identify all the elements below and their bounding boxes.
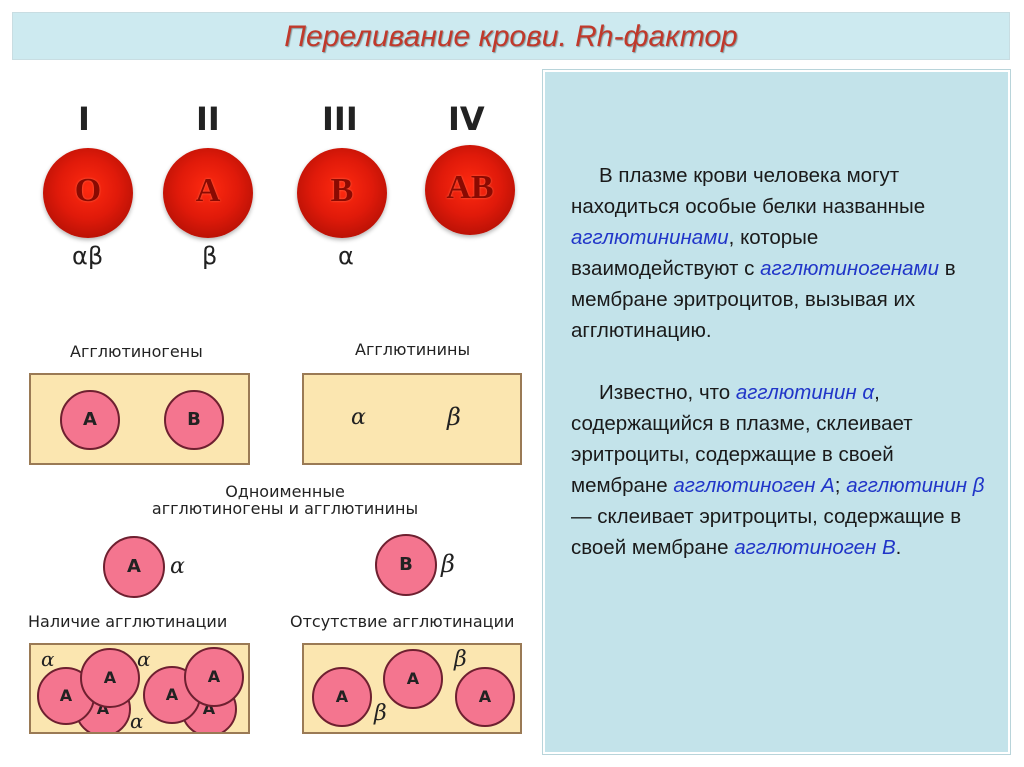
agglutinin-alpha: α bbox=[351, 405, 366, 430]
agg-cell-a-3: A bbox=[80, 648, 140, 708]
group-iii-agglutinins: α bbox=[338, 242, 354, 270]
example-beta: β bbox=[441, 550, 455, 578]
info-p1-text-b: , которые взаимодействуют с bbox=[571, 226, 819, 280]
group-label-iii: III bbox=[322, 100, 358, 138]
info-p2-text-c: ; bbox=[834, 474, 847, 497]
example-cell-a: A bbox=[103, 536, 165, 598]
agglutination-box: α α α A A A A A A bbox=[29, 643, 250, 734]
info-p1-text-c: в мембране эритроцитов, вызывая их агглю… bbox=[571, 257, 956, 342]
red-cell-a: A bbox=[163, 148, 253, 238]
info-paragraph-1: В плазме крови человека могут находиться… bbox=[571, 160, 991, 346]
term-agglutinogen-a: агглютиноген А bbox=[673, 474, 835, 497]
agglutinogens-title: Агглютиногены bbox=[70, 342, 203, 361]
agglutinins-box: α β bbox=[302, 373, 522, 465]
info-p1-text-a: В плазме крови человека могут находиться… bbox=[571, 164, 926, 218]
group-label-ii: II bbox=[196, 100, 220, 138]
agglutinogen-a-cell: A bbox=[60, 390, 120, 450]
absence-label: Отсутствие агглютинации bbox=[290, 612, 515, 631]
group-label-iv: IV bbox=[448, 100, 485, 138]
agglutinin-beta: β bbox=[447, 403, 461, 431]
same-name-line2: агглютиногены и агглютинины bbox=[151, 499, 419, 518]
agglutinins-title: Агглютинины bbox=[355, 340, 471, 359]
red-cell-o: O bbox=[43, 148, 133, 238]
term-agglutinin-alpha: агглютинин α bbox=[735, 381, 875, 404]
red-cell-b: B bbox=[297, 148, 387, 238]
example-cell-b: B bbox=[375, 534, 437, 596]
no-agg-cell-a-1: A bbox=[312, 667, 372, 727]
slide-title: Переливание крови. Rh-фактор bbox=[284, 20, 738, 53]
info-panel: В плазме крови человека могут находиться… bbox=[543, 70, 1010, 754]
no-agglutination-box: A A A β β bbox=[302, 643, 522, 734]
term-agglutinins: агглютининами bbox=[571, 226, 729, 249]
agg-alpha-3: α bbox=[130, 709, 144, 733]
term-agglutinogens: агглютиногенами bbox=[760, 257, 940, 280]
no-agg-beta-1: β bbox=[454, 647, 467, 672]
presence-label: Наличие агглютинации bbox=[28, 612, 228, 631]
group-label-i: I bbox=[78, 100, 90, 138]
no-agg-cell-a-2: A bbox=[383, 649, 443, 709]
agg-cell-a-6: A bbox=[184, 647, 244, 707]
info-p2-text-a: Известно, что bbox=[599, 381, 736, 404]
info-paragraph-2: Известно, что агглютинин α, содержащийся… bbox=[571, 377, 991, 563]
red-cell-o-label: O bbox=[74, 172, 102, 209]
red-cell-b-label: B bbox=[330, 172, 354, 209]
group-i-agglutinins: αβ bbox=[72, 242, 104, 270]
term-agglutinogen-b: агглютиноген В bbox=[734, 536, 896, 559]
info-text: В плазме крови человека могут находиться… bbox=[571, 160, 991, 563]
title-bar: Переливание крови. Rh-фактор bbox=[12, 12, 1010, 60]
red-cell-a-label: A bbox=[195, 172, 221, 209]
agglutinogens-box: A B bbox=[29, 373, 250, 465]
no-agg-cell-a-3: A bbox=[455, 667, 515, 727]
agglutinogen-b-cell: B bbox=[164, 390, 224, 450]
info-p2-text-d: — склеивает эритроциты, содержащие в сво… bbox=[571, 505, 962, 559]
same-name-line1: Одноименные bbox=[225, 482, 345, 501]
example-alpha: α bbox=[170, 554, 185, 579]
info-p2-text-b: , содержащийся в плазме, склеивает эритр… bbox=[571, 381, 913, 497]
red-cell-ab-label: AB bbox=[446, 169, 494, 206]
info-p2-text-e: . bbox=[895, 536, 902, 559]
group-ii-agglutinins: β bbox=[202, 242, 218, 270]
term-agglutinin-beta: агглютинин β bbox=[846, 474, 985, 497]
agg-alpha-1: α bbox=[41, 647, 55, 671]
red-cell-ab: AB bbox=[425, 145, 515, 235]
no-agg-beta-2: β bbox=[374, 701, 387, 726]
agg-alpha-2: α bbox=[137, 647, 151, 671]
